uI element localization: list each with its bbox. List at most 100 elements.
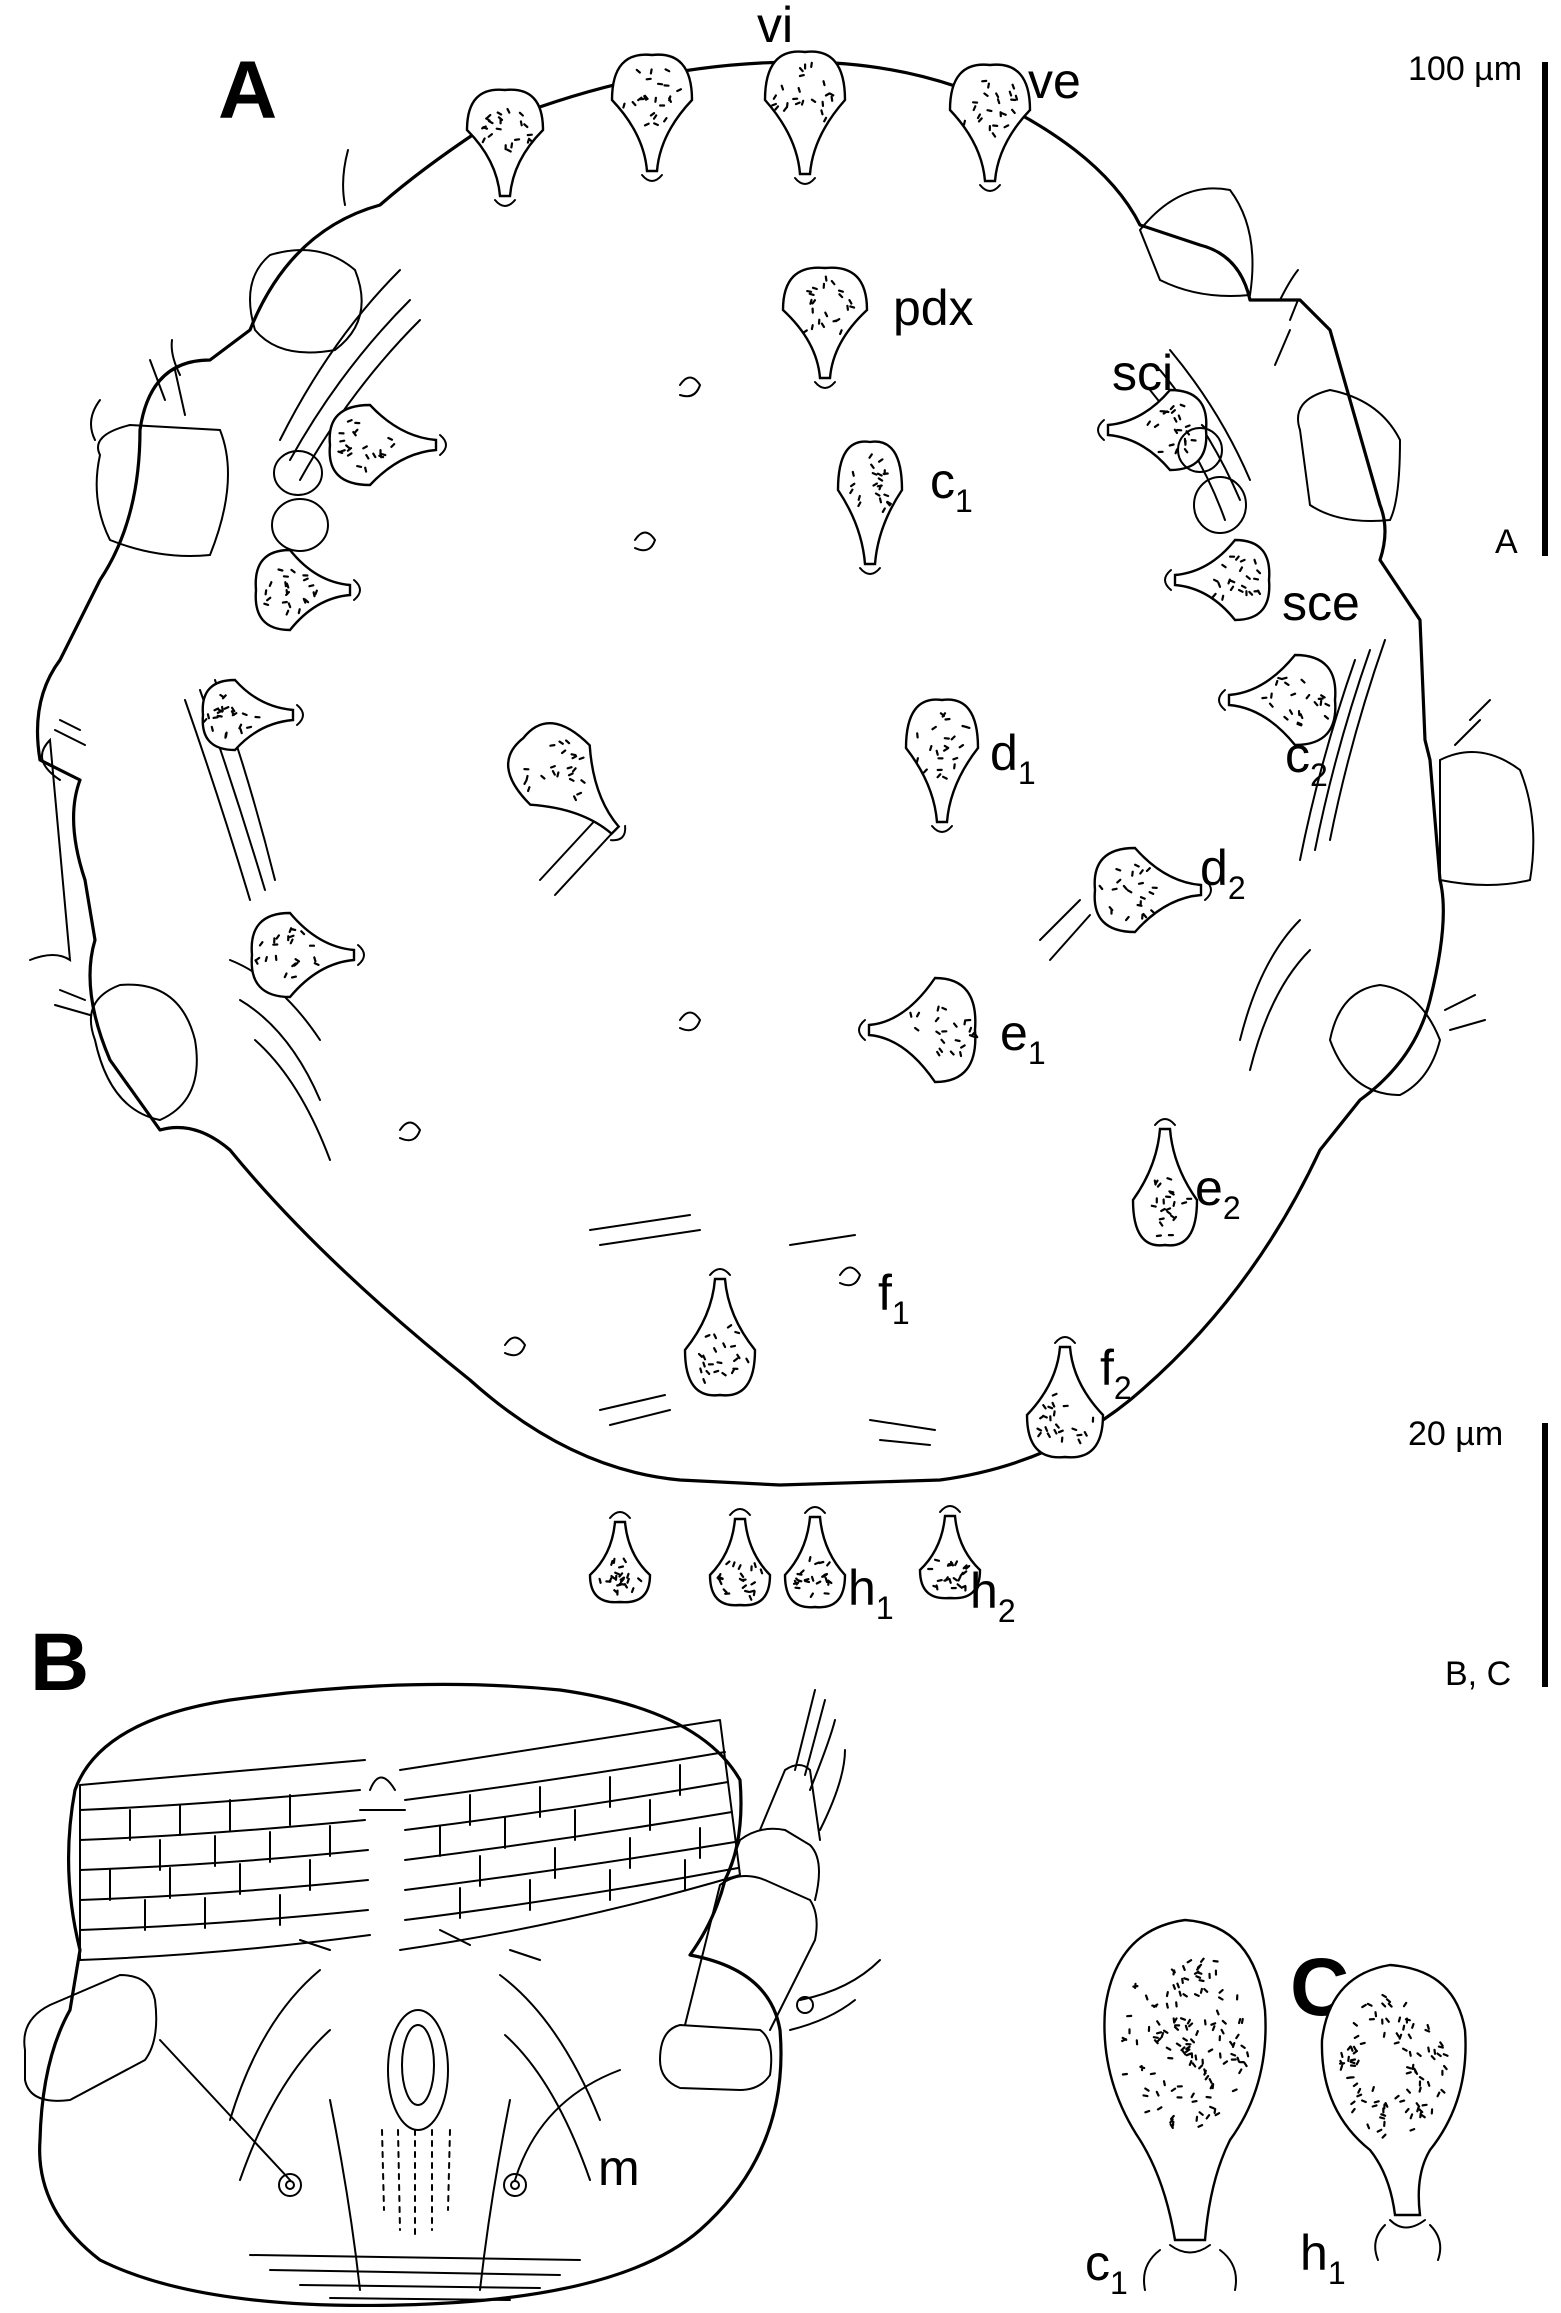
hypostome-fold: [229, 1969, 601, 2181]
hypostome-fold: [329, 2099, 511, 2291]
seta-club: [867, 976, 977, 1084]
seta-socket: [609, 1511, 631, 1519]
leg-socket: [29, 737, 72, 962]
seta-spicules: [697, 1324, 750, 1384]
eye-spot: [1193, 476, 1247, 534]
seta-spicules: [771, 61, 835, 123]
seta-sci-right: [1097, 388, 1208, 472]
seta-socket: [859, 567, 881, 575]
panel-a: A vi ve pdx sci sce c1 c2 d1 d2 e1 e2 f1…: [29, 0, 1535, 1629]
label-d1-base: d: [990, 725, 1018, 781]
subcapitular-organ: [387, 2009, 449, 2131]
seta-socket: [1054, 1336, 1076, 1344]
label-f1-sub: 1: [892, 1295, 910, 1331]
alveolus: [634, 376, 702, 552]
seta-socket: [1143, 2244, 1237, 2291]
seta-club: [328, 403, 438, 487]
seta-shape: [1103, 1918, 1267, 2242]
seta-club: [465, 88, 545, 198]
seta-spicules: [263, 568, 318, 616]
seta-detail-c1: c1: [1085, 1918, 1267, 2301]
palp-segment: [23, 1973, 158, 2102]
label-c1-sub: 1: [955, 483, 973, 519]
label-h1-base: h: [848, 1560, 876, 1616]
label-h1: h1: [848, 1560, 894, 1626]
seta-spicules: [598, 1557, 643, 1596]
cuticle-striae: [184, 269, 1386, 1446]
seta-club: [683, 1277, 757, 1397]
label-c2-base: c: [1285, 727, 1310, 783]
body-outline-dorsal: [35, 60, 1445, 1487]
seta-club: [588, 1520, 652, 1604]
eye-spot: [273, 450, 323, 496]
seta-club: [763, 50, 847, 176]
seta-spicules: [481, 107, 534, 153]
hypostome: [229, 1929, 601, 2301]
label-sce: sce: [1282, 575, 1360, 631]
seta-spicules: [849, 453, 892, 513]
label-f2-base: f: [1100, 1340, 1114, 1396]
seta-e1: [858, 976, 979, 1084]
seta-club: [783, 1515, 847, 1609]
seta-spicules: [254, 927, 320, 979]
panel-label-a: A: [218, 45, 277, 136]
palp-right: [658, 1689, 881, 2092]
seta-c1: [836, 440, 904, 575]
seta-socket: [979, 184, 1001, 192]
seta-vi-left: [610, 53, 694, 182]
chelicera-right: [359, 1719, 741, 1951]
seta-c3-left: [201, 678, 304, 752]
alveoli: [399, 376, 862, 1357]
lateral-seta: [54, 989, 1486, 1031]
seta-spicules: [337, 419, 396, 473]
seta-h-outer-left: [588, 1511, 652, 1604]
label-d1-sub: 1: [1018, 755, 1036, 791]
palp-segment: [658, 2023, 773, 2092]
seta-spicules: [1261, 676, 1331, 727]
chelicera-cells: [439, 1764, 701, 1919]
label-ve: ve: [1028, 53, 1081, 109]
leg-socket: [249, 249, 363, 354]
panel-label-b: B: [30, 1617, 89, 1708]
chelicera-edge: [399, 1719, 741, 1951]
palp-seta: [789, 1959, 881, 2031]
seta-h-left: [708, 1508, 772, 1607]
label-pdx: pdx: [893, 280, 974, 336]
seta-sce-right: [1164, 538, 1271, 622]
seta-spicules: [802, 275, 856, 336]
seta-socket: [296, 704, 304, 726]
seta-socket: [439, 434, 447, 456]
label-f1: f1: [878, 1265, 910, 1331]
lateral-seta: [54, 699, 1491, 746]
label-f2: f2: [1100, 1340, 1132, 1406]
seta-spicules: [1211, 555, 1262, 601]
seta-sci-left: [328, 403, 447, 487]
scale-bar-bc-length: 20 µm: [1408, 1415, 1503, 1453]
seta-socket: [804, 1506, 826, 1514]
seta-spicules: [1121, 1957, 1250, 2129]
seta-spicules: [1339, 1993, 1449, 2139]
seta-club: [1106, 388, 1208, 472]
dorsal-setae: [201, 50, 1337, 1609]
label-e1-base: e: [1000, 1005, 1028, 1061]
subcapitular-seta: [514, 2069, 621, 2181]
seta-socket: [1164, 569, 1172, 591]
seta-vi-right: [763, 50, 847, 185]
subcapitular-seta: [159, 2039, 291, 2181]
seta-club: [781, 266, 869, 380]
label-c2-sub: 2: [1310, 757, 1328, 793]
leg-socket: [1328, 983, 1442, 1097]
seta-spicules: [202, 693, 261, 739]
seta-socket: [609, 824, 627, 842]
striation: [1299, 639, 1386, 861]
label-c2: c2: [1285, 727, 1328, 793]
seta-socket: [1154, 1118, 1176, 1126]
palp-segment: [724, 1827, 820, 1901]
cheliceral-stylet: [359, 1776, 406, 1811]
subcapitular-setae: m: [159, 2039, 640, 2197]
label-e1-sub: 1: [1028, 1035, 1046, 1071]
hypostome-fold: [299, 1929, 541, 1961]
panel-c-label-c1-sub: 1: [1110, 2265, 1128, 2301]
seta-d1: [904, 698, 980, 833]
seta-spicules: [792, 1556, 833, 1598]
